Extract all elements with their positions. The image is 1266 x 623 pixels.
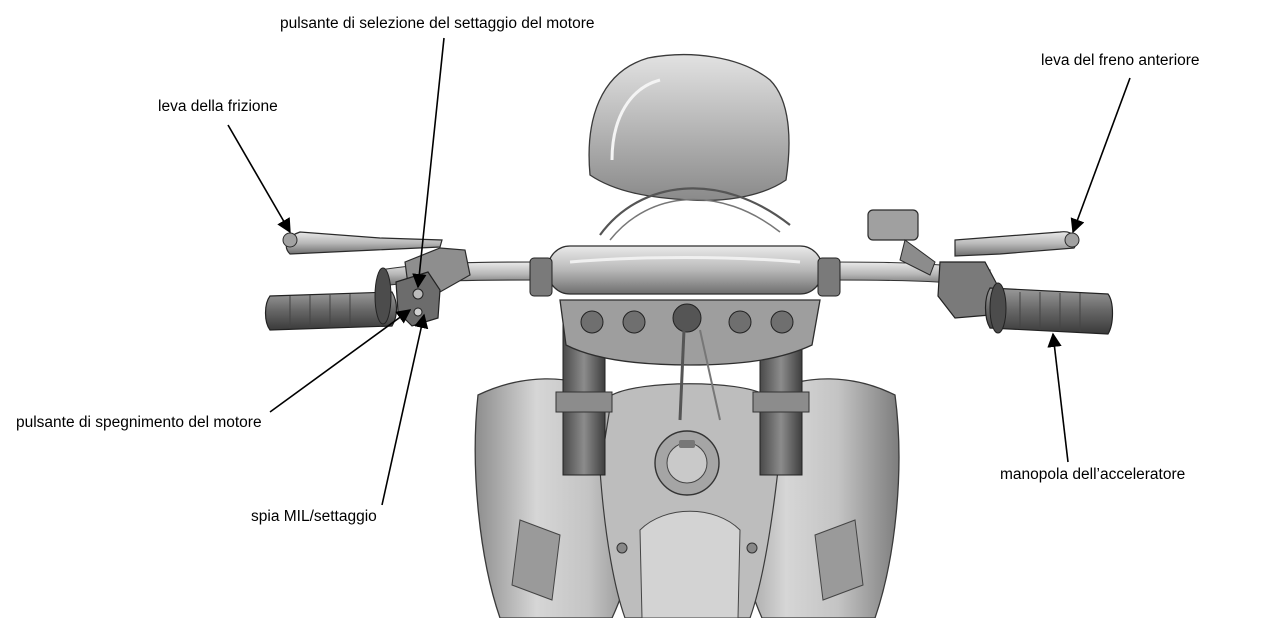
label-engine-setting-button: pulsante di selezione del settaggio del … [280,15,595,33]
arrow-clutch [228,125,290,232]
brake-master-cylinder [868,210,918,240]
label-front-brake-lever: leva del freno anteriore [1041,52,1200,70]
number-plate [589,55,789,201]
arrow-throttle [1053,334,1068,462]
arrow-front-brake [1073,78,1130,232]
label-engine-stop-button: pulsante di spegnimento del motore [16,414,262,432]
clutch-lever [286,232,442,254]
label-clutch-lever: leva della frizione [158,98,278,116]
label-throttle-grip: manopola dell’acceleratore [1000,466,1185,484]
label-mil-setting-light: spia MIL/settaggio [251,508,377,526]
arrow-mil [382,315,424,505]
front-brake-lever [955,232,1076,256]
bar-pad [548,246,822,294]
